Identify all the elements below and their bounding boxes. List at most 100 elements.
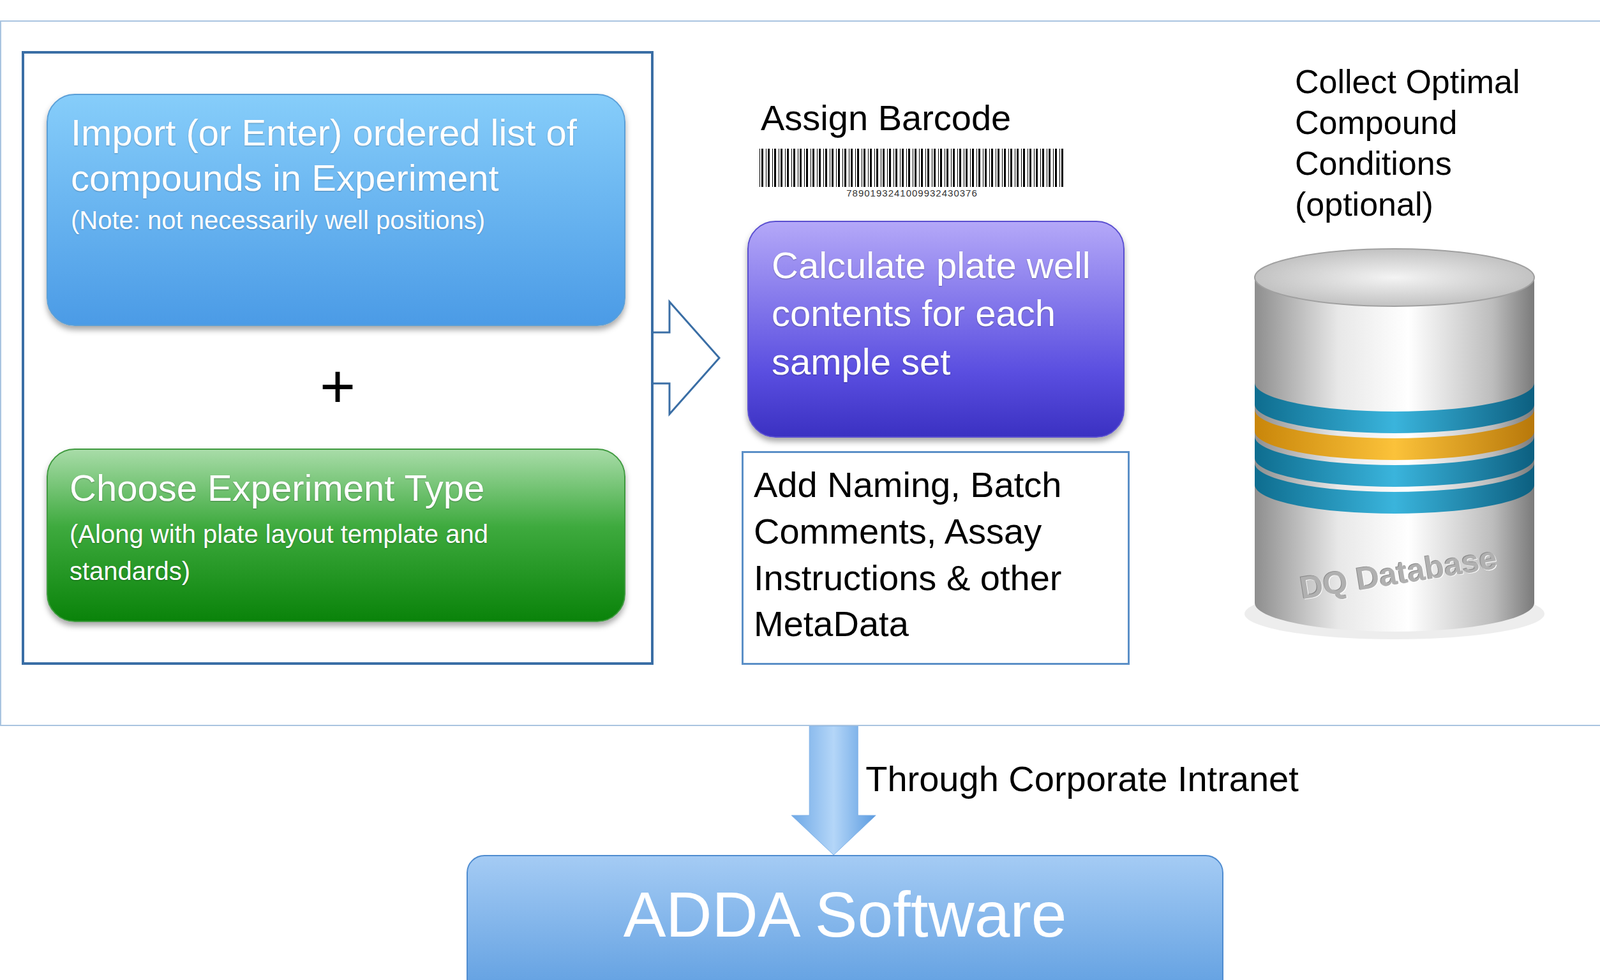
barcode-bar xyxy=(933,148,936,187)
barcode-bar xyxy=(857,148,860,187)
barcode-bar xyxy=(810,148,812,187)
barcode-bar xyxy=(970,148,971,187)
barcode-bar xyxy=(818,148,821,187)
barcode-bar xyxy=(931,148,933,187)
node-text: Calculate plate well contents for each s… xyxy=(771,241,1101,386)
barcode-bar xyxy=(1040,148,1041,187)
barcode-bar xyxy=(799,148,802,187)
input-group-box: +Import (or Enter) ordered list of compo… xyxy=(21,51,654,666)
barcode-bar xyxy=(876,148,879,187)
barcode-bar xyxy=(914,148,917,187)
barcode-bar xyxy=(767,148,770,187)
barcode-bar xyxy=(1008,148,1010,187)
barcode-bar xyxy=(927,148,930,187)
barcode-bar xyxy=(785,148,786,187)
barcode-bar xyxy=(984,148,987,187)
barcode-bar xyxy=(816,148,818,187)
barcode-bar xyxy=(765,148,767,187)
barcode-number: 7890193241009932430376 xyxy=(846,187,978,199)
node-text: (Note: not necessarily well positions) xyxy=(70,203,602,237)
node-text: Choose Experiment Type xyxy=(69,465,603,512)
node-text: Collect Optimal Compound Conditions (opt… xyxy=(1294,61,1570,226)
barcode-bar xyxy=(774,148,777,187)
barcode-bar xyxy=(880,148,882,187)
barcode-bar xyxy=(837,148,840,187)
node-text: Assign Barcode xyxy=(760,97,1011,139)
barcode-bar xyxy=(842,148,844,187)
barcode-bar xyxy=(874,148,875,187)
barcode-bar xyxy=(1033,148,1035,187)
barcode-bar xyxy=(1054,148,1057,187)
barcode-bar xyxy=(786,148,789,187)
barcode-bar xyxy=(901,148,904,187)
barcode-bar xyxy=(780,148,783,187)
barcode-bar xyxy=(997,148,1000,187)
barcode-bar xyxy=(963,148,965,187)
barcode-bar xyxy=(1035,148,1038,187)
node-text: ADDA Software xyxy=(623,879,1068,950)
barcode-bar xyxy=(1021,148,1022,187)
barcode-bar xyxy=(1023,148,1025,187)
barcode-bar xyxy=(863,148,866,187)
barcode-bar xyxy=(867,148,869,187)
barcode-bar xyxy=(831,148,834,187)
barcode-bar xyxy=(812,148,815,187)
barcode-bar xyxy=(855,148,856,187)
barcode-bar xyxy=(925,148,927,187)
barcode-bar xyxy=(793,148,796,187)
barcode-bar xyxy=(952,148,955,187)
barcode-bar xyxy=(861,148,863,187)
barcode-bar xyxy=(1046,148,1048,187)
barcode-bar xyxy=(893,148,895,187)
barcode-bar xyxy=(920,148,923,187)
barcode-bar xyxy=(1042,148,1045,187)
barcode-bar xyxy=(889,148,891,187)
barcode-bar xyxy=(791,148,793,187)
block-arrow xyxy=(651,301,720,415)
barcode-bar xyxy=(976,148,978,187)
edge-label: Through Corporate Intranet xyxy=(861,758,1303,800)
barcode-bar xyxy=(759,148,761,187)
barcode-bar xyxy=(919,148,920,187)
barcode-bar xyxy=(869,148,872,187)
barcode-bar xyxy=(965,148,968,187)
barcode-bar xyxy=(906,148,907,187)
barcode-bar xyxy=(940,148,943,187)
barcode-bar xyxy=(850,148,853,187)
process-box: Choose Experiment Type(Along with plate … xyxy=(46,448,626,623)
barcode-bar xyxy=(844,148,847,187)
barcode-bar xyxy=(829,148,831,187)
barcode-bar xyxy=(978,148,981,187)
barcode-bar xyxy=(912,148,914,187)
barcode-bar xyxy=(1061,148,1064,187)
barcode-bar xyxy=(957,148,958,187)
barcode-bar xyxy=(959,148,962,187)
barcode-bar xyxy=(823,148,824,187)
barcode-bar xyxy=(982,148,984,187)
barcode-bar xyxy=(1001,148,1003,187)
barcode-bar xyxy=(887,148,888,187)
barcode-bar xyxy=(1048,148,1051,187)
node-text: Import (or Enter) ordered list of compou… xyxy=(70,110,602,202)
barcode-bar xyxy=(908,148,911,187)
software-box: ADDA Software xyxy=(466,855,1224,980)
barcode-bar xyxy=(836,148,837,187)
barcode-bar xyxy=(1010,148,1013,187)
barcode-bar xyxy=(825,148,828,187)
node-text: DQ Database xyxy=(1250,531,1546,614)
barcode-bar xyxy=(989,148,990,187)
barcode-bar xyxy=(899,148,901,187)
barcode-bar xyxy=(1016,148,1019,187)
barcode-bar xyxy=(806,148,808,187)
barcode-bar xyxy=(772,148,773,187)
barcode-bar xyxy=(991,148,994,187)
barcode-bar xyxy=(804,148,805,187)
process-box: Calculate plate well contents for each s… xyxy=(747,220,1125,438)
barcode-bar xyxy=(950,148,952,187)
node-text: Add Naming, Batch Comments, Assay Instru… xyxy=(753,462,1118,648)
barcode-bar xyxy=(797,148,799,187)
database-node: Collect Optimal Compound Conditions (opt… xyxy=(1226,61,1571,620)
barcode-bar xyxy=(848,148,850,187)
barcode-bar xyxy=(778,148,780,187)
process-box: Import (or Enter) ordered list of compou… xyxy=(46,93,626,327)
